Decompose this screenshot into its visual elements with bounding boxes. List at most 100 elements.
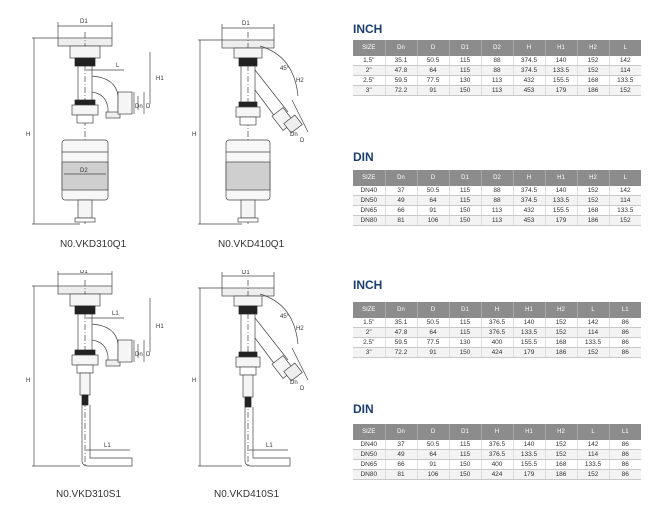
table-cell: 142 [609, 56, 641, 66]
size-cell: 1.5" [353, 56, 386, 66]
table-cell: 114 [609, 65, 641, 76]
column-header: D1 [449, 40, 482, 56]
table-cell: 64 [417, 449, 450, 460]
table-cell: 152 [609, 215, 641, 226]
dim-label-h: H [192, 378, 196, 384]
dim-label-angle: 45° [280, 314, 290, 320]
table-cell: 150 [449, 459, 482, 470]
valve-drawing-vkd410s1: D1 45° H2 Dn D H L1 [190, 270, 330, 486]
table-cell: 179 [545, 215, 578, 226]
drawing-caption: N0.VKD410S1 [214, 489, 280, 500]
dim-label-dn: Dn [290, 132, 298, 138]
size-cell: DN40 [353, 186, 386, 196]
table-cell: 88 [481, 56, 514, 66]
dim-label-l1: L1 [266, 443, 273, 449]
table-cell: 140 [545, 186, 578, 196]
table-cell: 113 [481, 215, 514, 226]
table-cell: 113 [481, 75, 514, 86]
dim-label-dn: Dn [135, 104, 143, 110]
table-cell: 374.5 [513, 65, 546, 76]
table-cell: 152 [577, 56, 610, 66]
table-cell: 91 [417, 85, 450, 96]
table-cell: 374.5 [513, 195, 546, 206]
table-cell: 150 [449, 205, 482, 216]
size-cell: DN40 [353, 440, 386, 450]
table-cell: 47.8 [385, 65, 418, 76]
column-header: H2 [545, 302, 578, 318]
table-cell: 86 [609, 347, 641, 358]
column-header: H1 [513, 302, 546, 318]
table-cell: 179 [513, 469, 546, 480]
section-title: INCH [353, 22, 383, 36]
column-header: L1 [609, 302, 641, 318]
column-header: D1 [449, 424, 482, 440]
dim-label-d: D [146, 352, 151, 358]
table-cell: 152 [545, 327, 578, 338]
table-cell: 424 [481, 347, 514, 358]
table-cell: 150 [449, 85, 482, 96]
table-cell: 115 [449, 195, 482, 206]
column-header: D [417, 40, 450, 56]
size-cell: DN65 [353, 459, 386, 470]
table-cell: 152 [545, 440, 578, 450]
table-cell: 453 [513, 215, 546, 226]
table-cell: 150 [449, 215, 482, 226]
dim-label-h: H [26, 132, 30, 138]
column-header: SIZE [353, 170, 386, 186]
table-cell: 81 [385, 469, 418, 480]
table-cell: 50.5 [417, 440, 450, 450]
table-cell: 35.1 [385, 318, 418, 328]
table-cell: 152 [577, 186, 610, 196]
table-cell: 115 [449, 440, 482, 450]
column-header: H [481, 302, 514, 318]
dim-label-h2: H2 [296, 326, 304, 332]
valve-drawing-vkd410q1: D1 45° H2 Dn D H [190, 12, 330, 234]
table-cell: 142 [577, 318, 610, 328]
table-cell: 155.5 [545, 205, 578, 216]
dim-label-d1: D1 [242, 21, 250, 27]
dim-label-h1: H1 [156, 76, 164, 82]
table-cell: 376.5 [481, 449, 514, 460]
table-cell: 133.5 [513, 327, 546, 338]
table-cell: 400 [481, 337, 514, 348]
table-cell: 50.5 [417, 56, 450, 66]
column-header: SIZE [353, 302, 386, 318]
column-header: L [577, 424, 610, 440]
table-cell: 86 [609, 440, 641, 450]
table-cell: 88 [481, 186, 514, 196]
size-cell: 3" [353, 347, 386, 358]
size-cell: DN80 [353, 469, 386, 480]
table-cell: 133.5 [609, 205, 641, 216]
table-cell: 142 [609, 186, 641, 196]
valve-drawing-vkd310s1: D1 L1 H1 Dn D H L1 [20, 270, 170, 486]
table-cell: 115 [449, 56, 482, 66]
column-header: H1 [545, 40, 578, 56]
column-header: SIZE [353, 424, 386, 440]
dim-label-h: H [26, 378, 30, 384]
table-cell: 142 [577, 440, 610, 450]
column-header: D [417, 170, 450, 186]
table-cell: 453 [513, 85, 546, 96]
drawing-caption: N0.VKD410Q1 [218, 239, 285, 250]
table-cell: 115 [449, 327, 482, 338]
column-header: H [513, 170, 546, 186]
table-cell: 152 [577, 469, 610, 480]
table-cell: 374.5 [513, 56, 546, 66]
column-header: Dn [385, 424, 418, 440]
size-cell: DN50 [353, 449, 386, 460]
